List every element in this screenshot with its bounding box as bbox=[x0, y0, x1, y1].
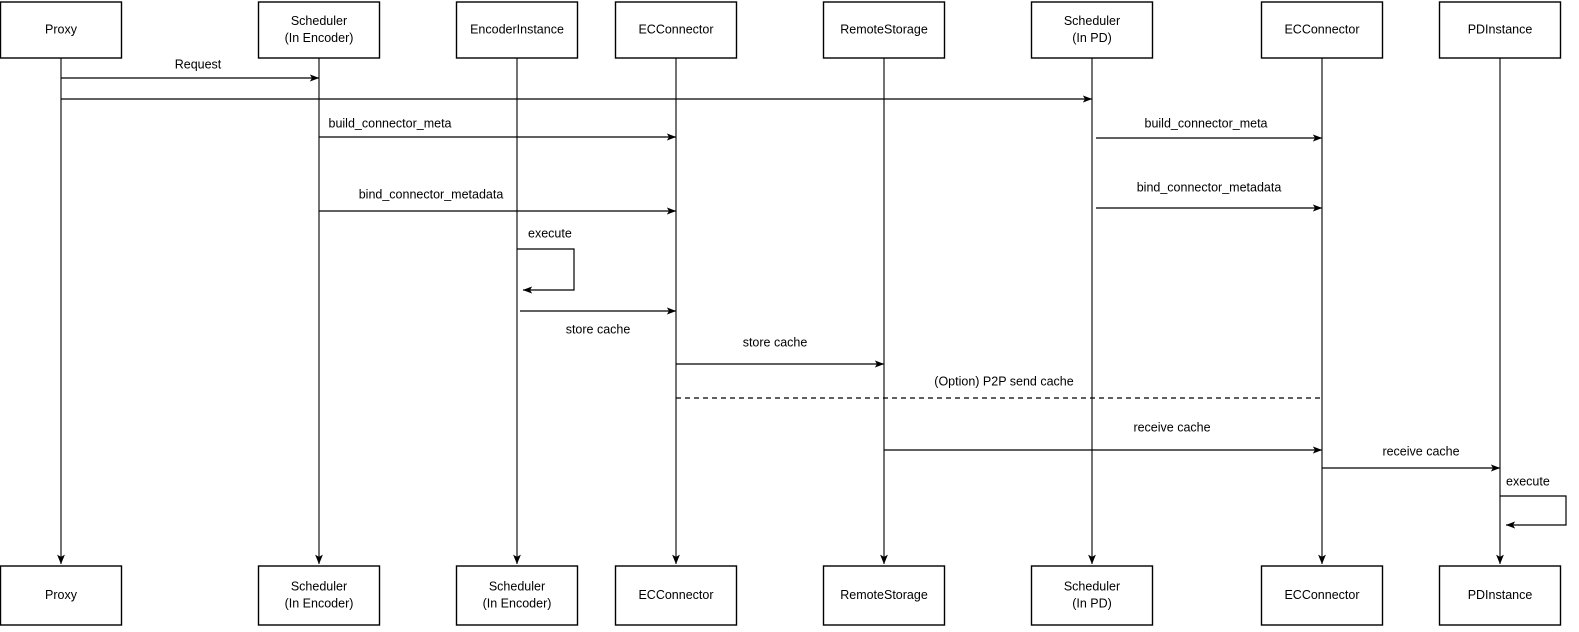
participant-bottom-label-scheduler-in-pd: (In PD) bbox=[1072, 596, 1112, 610]
self-message-label-execute-pd: execute bbox=[1506, 474, 1550, 488]
message-label-receive-cache-remote-to-ec: receive cache bbox=[1133, 420, 1210, 434]
self-messages-group: execute execute bbox=[517, 226, 1567, 529]
participant-bottom-label-encoder-instance: Scheduler bbox=[489, 579, 545, 593]
participant-bottom-box-remote-storage[interactable] bbox=[822, 565, 946, 626]
participant-top-box-ec-connector-pd[interactable] bbox=[1260, 1, 1384, 59]
participant-bottom-label-scheduler-in-pd: Scheduler bbox=[1064, 579, 1120, 593]
participant-top-label-scheduler-in-pd: Scheduler bbox=[1064, 14, 1120, 28]
participant-top-label-ec-connector-pd: ECConnector bbox=[1284, 22, 1359, 36]
participant-top-box-scheduler-in-pd[interactable] bbox=[1030, 1, 1154, 59]
message-store-cache-encoder-to-ec: store cache bbox=[520, 307, 677, 336]
participant-top-label-pd-instance: PDInstance bbox=[1468, 22, 1533, 36]
participant-bottom-box-ec-connector-pd[interactable] bbox=[1260, 565, 1384, 626]
participant-top-label-ec-connector-encoder: ECConnector bbox=[638, 22, 713, 36]
participant-top-box-proxy[interactable] bbox=[0, 1, 123, 59]
participant-top-box-pd-instance[interactable] bbox=[1438, 1, 1562, 59]
participant-top-box-encoder-instance[interactable] bbox=[455, 1, 579, 59]
self-message-path-execute-encoder[interactable] bbox=[517, 248, 575, 294]
message-build-connector-meta-encoder: build_connector_meta bbox=[319, 116, 677, 141]
message-label-bind-connector-metadata-pd: bind_connector_metadata bbox=[1137, 180, 1282, 194]
participant-top-label-scheduler-in-pd: (In PD) bbox=[1072, 31, 1112, 45]
participant-bottom-label-scheduler-in-encoder: (In Encoder) bbox=[285, 596, 354, 610]
participant-bottom-box-encoder-instance[interactable] bbox=[455, 565, 579, 626]
self-message-path-execute-pd[interactable] bbox=[1500, 495, 1567, 529]
message-receive-cache-ec-to-pd: receive cache bbox=[1322, 444, 1501, 472]
participant-bottom-label-remote-storage: RemoteStorage bbox=[840, 588, 928, 602]
message-label-bind-connector-metadata-encoder: bind_connector_metadata bbox=[359, 187, 504, 201]
message-bind-connector-metadata-pd: bind_connector_metadata bbox=[1096, 180, 1323, 212]
participant-bottom-box-scheduler-in-encoder[interactable] bbox=[257, 565, 381, 626]
message-label-build-connector-meta-pd: build_connector_meta bbox=[1145, 116, 1268, 130]
participant-bottom-label-ec-connector-encoder: ECConnector bbox=[638, 588, 713, 602]
message-request: Request bbox=[61, 57, 320, 82]
participant-bottom-box-scheduler-in-pd[interactable] bbox=[1030, 565, 1154, 626]
participant-scheduler-in-pd: Scheduler (In PD) Scheduler (In PD) bbox=[1030, 1, 1154, 626]
message-label-request: Request bbox=[175, 57, 222, 71]
message-label-option-p2p-send-cache: (Option) P2P send cache bbox=[934, 374, 1073, 388]
participant-bottom-label-scheduler-in-encoder: Scheduler bbox=[291, 579, 347, 593]
participant-bottom-label-ec-connector-pd: ECConnector bbox=[1284, 588, 1359, 602]
message-label-store-cache-ec-to-remote: store cache bbox=[743, 335, 808, 349]
message-bind-connector-metadata-encoder: bind_connector_metadata bbox=[319, 187, 677, 215]
participant-top-label-encoder-instance: EncoderInstance bbox=[470, 22, 564, 36]
message-store-cache-ec-to-remote: store cache bbox=[676, 335, 885, 368]
participant-bottom-box-proxy[interactable] bbox=[0, 565, 123, 626]
self-message-execute-pd: execute bbox=[1500, 474, 1567, 529]
participant-bottom-label-pd-instance: PDInstance bbox=[1468, 588, 1533, 602]
participant-top-label-remote-storage: RemoteStorage bbox=[840, 22, 928, 36]
message-label-build-connector-meta-encoder: build_connector_meta bbox=[329, 116, 452, 130]
self-message-execute-encoder: execute bbox=[517, 226, 575, 294]
message-label-receive-cache-ec-to-pd: receive cache bbox=[1382, 444, 1459, 458]
participant-bottom-label-proxy: Proxy bbox=[45, 588, 78, 602]
participant-top-box-remote-storage[interactable] bbox=[822, 1, 946, 59]
message-label-store-cache-encoder-to-ec: store cache bbox=[566, 322, 631, 336]
participant-scheduler-in-encoder: Scheduler (In Encoder) Scheduler (In Encode… bbox=[257, 1, 381, 626]
participant-bottom-box-pd-instance[interactable] bbox=[1438, 565, 1562, 626]
message-build-connector-meta-pd: build_connector_meta bbox=[1096, 116, 1323, 142]
message-receive-cache-remote-to-ec: receive cache bbox=[884, 420, 1323, 454]
participant-top-label-scheduler-in-encoder: Scheduler bbox=[291, 14, 347, 28]
messages-group: Request build_connector_meta build_connect… bbox=[61, 57, 1501, 472]
participant-top-label-scheduler-in-encoder: (In Encoder) bbox=[285, 31, 354, 45]
participant-bottom-box-ec-connector-encoder[interactable] bbox=[614, 565, 738, 626]
participant-top-label-proxy: Proxy bbox=[45, 22, 78, 36]
self-message-label-execute-encoder: execute bbox=[528, 226, 572, 240]
message-option-p2p-send-cache: (Option) P2P send cache bbox=[676, 374, 1322, 399]
participant-top-box-ec-connector-encoder[interactable] bbox=[614, 1, 738, 59]
participant-bottom-label-encoder-instance: (In Encoder) bbox=[483, 596, 552, 610]
